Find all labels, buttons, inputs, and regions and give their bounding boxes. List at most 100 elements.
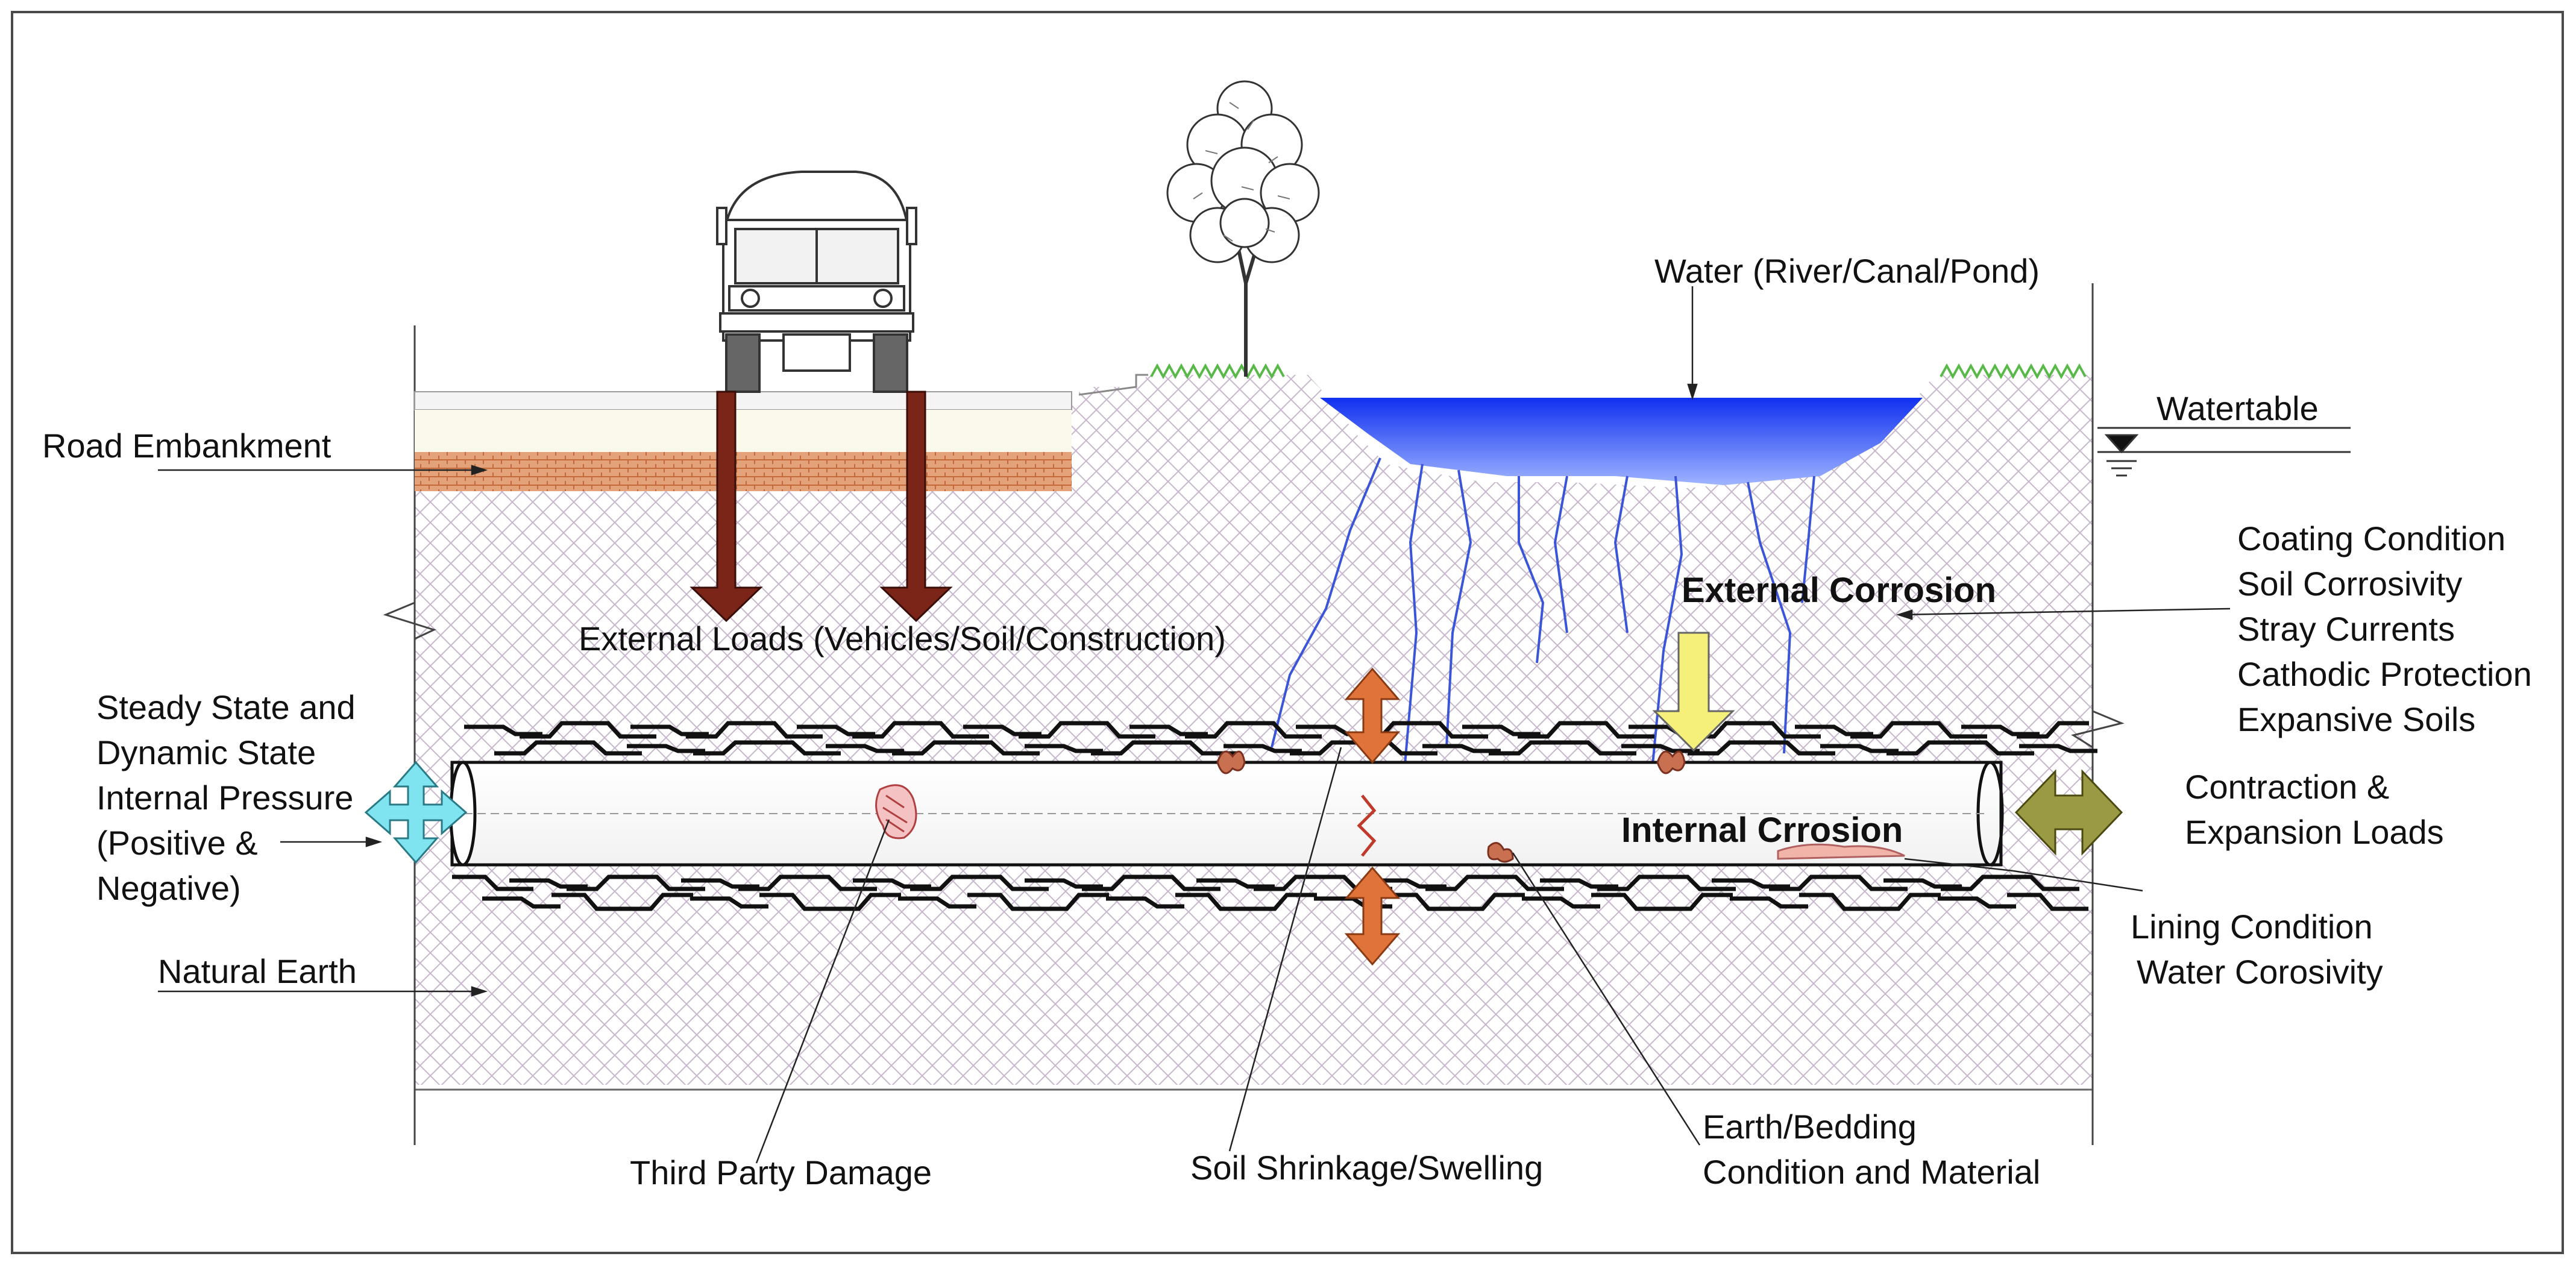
bedding-dash — [1025, 878, 1103, 889]
bedding-dash — [482, 896, 561, 909]
bedding-dash — [1795, 724, 1873, 736]
bedding-dash — [627, 744, 705, 753]
bedding-dash — [1074, 721, 1155, 739]
external-corrosion-label: External Corrosion — [1682, 571, 1997, 610]
bedding-dash — [1739, 721, 1821, 739]
bedding-dash — [1422, 744, 1501, 753]
bedding-dash — [1886, 740, 1959, 756]
contraction-line-2: Expansion Loads — [2185, 813, 2444, 851]
bedding-dash — [1883, 878, 1962, 889]
bedding-dash — [1826, 874, 1908, 891]
bedding-dash — [630, 724, 709, 736]
contraction-loads-list: Contraction & Expansion Loads — [2185, 764, 2444, 855]
pressure-line-5: Negative) — [96, 869, 241, 907]
pressure-line-4: (Positive & — [96, 824, 258, 862]
bedding-dash — [1654, 874, 1736, 891]
earth-bedding-list: Earth/Bedding Condition and Material — [1703, 1104, 2040, 1194]
bedding-dash — [1573, 721, 1654, 739]
lining-condition-label: Lining Condition — [2131, 908, 2373, 946]
bedding-dash — [1462, 724, 1541, 736]
bedding-dash — [1139, 874, 1220, 891]
soil-shrink-swell-arrows — [1344, 667, 1401, 966]
bedding-dash — [967, 893, 1049, 911]
bedding-dash — [1961, 724, 2040, 736]
bedding-dash — [1453, 893, 1525, 911]
external-corrosion-marks — [1216, 750, 1686, 863]
bedding-dash — [1368, 878, 1447, 889]
bedding-dash — [575, 721, 656, 739]
bedding-dash — [2007, 893, 2088, 911]
bedding-dash — [967, 874, 1049, 891]
internal-pressure-list: Steady State and Dynamic State Internal … — [96, 685, 356, 911]
bedding-dash — [826, 744, 904, 753]
pressure-line-1: Steady State and — [96, 688, 356, 726]
watertable-symbol-icon — [2097, 427, 2351, 477]
bedding-dash — [1224, 744, 1302, 753]
bedding-dash — [741, 721, 823, 739]
stray-currents-label: Stray Currents — [2237, 610, 2455, 648]
bedding-dash — [452, 874, 533, 891]
pressure-line-2: Dynamic State — [96, 733, 316, 771]
earth-bedding-line-2: Condition and Material — [1703, 1153, 2041, 1191]
bedding-dash — [1754, 740, 1835, 756]
bedding-dash — [1712, 878, 1790, 889]
external-corrosion-arrow — [1652, 632, 1735, 752]
road-embankment — [414, 374, 1148, 491]
tree-icon — [1166, 80, 1320, 377]
bedding-dash — [1129, 724, 1208, 736]
expansive-soils-label: Expansive Soils — [2237, 700, 2476, 738]
cathodic-protection-label: Cathodic Protection — [2237, 655, 2532, 693]
contraction-line-1: Contraction & — [2185, 768, 2390, 806]
crack-zigzag — [1357, 794, 1377, 857]
bedding-dash — [796, 874, 877, 891]
bedding-dash — [1591, 893, 1673, 911]
bedding-dash — [1799, 893, 1880, 911]
bedding-dash — [551, 893, 633, 911]
contraction-expansion-arrow — [2014, 769, 2123, 856]
soil-corrosivity-label: Soil Corrosivity — [2237, 565, 2463, 603]
bedding-dash — [464, 724, 542, 736]
bedding-dash — [1157, 740, 1239, 756]
natural-earth-label: Natural Earth — [158, 952, 357, 990]
external-loads-label: External Loads (Vehicles/Soil/Constructi… — [579, 620, 1226, 658]
bedding-dash — [690, 896, 768, 909]
bedding-dash — [1025, 744, 1103, 753]
bedding-dash — [1820, 744, 1899, 753]
soil-shrinkage-label: Soil Shrinkage/Swelling — [1190, 1149, 1544, 1187]
bedding-dash — [2019, 744, 2097, 753]
bedding-dash — [759, 740, 841, 756]
bedding-dash — [1540, 878, 1618, 889]
bedding-dash — [829, 893, 901, 911]
bedding-dash — [892, 740, 964, 756]
internal-corrosion-label: Internal Crrosion — [1621, 811, 1903, 850]
truck-icon — [716, 171, 917, 393]
bedding-dash — [853, 878, 931, 889]
third-party-damage-mark — [875, 784, 917, 840]
bedding-dash — [1953, 740, 2034, 756]
bedding-dash — [898, 896, 976, 909]
bedding-dash — [693, 740, 765, 756]
watertable-label: Watertable — [2157, 389, 2319, 427]
bedding-dash — [681, 878, 759, 889]
bedding-dash — [1621, 744, 1700, 753]
bedding-dash — [1483, 874, 1564, 891]
bedding-dash — [1383, 893, 1465, 911]
bedding-dash — [1998, 874, 2079, 891]
water-label: Water (River/Canal/Pond) — [1654, 252, 2040, 290]
internal-pressure-arrow — [364, 761, 468, 864]
bedding-dash — [1660, 893, 1733, 911]
bedding-dash — [1037, 893, 1109, 911]
bedding-dash — [797, 724, 875, 736]
bedding-dash — [1196, 878, 1275, 889]
road-embankment-label: Road Embankment — [42, 427, 331, 465]
bedding-dash — [624, 874, 705, 891]
bedding-dash — [1240, 721, 1322, 739]
bedding-dash — [963, 724, 1041, 736]
bedding-dash — [1489, 740, 1561, 756]
pressure-line-3: Internal Pressure — [96, 779, 354, 817]
third-party-damage-label: Third Party Damage — [630, 1154, 932, 1191]
bedding-dash — [1245, 893, 1317, 911]
leader-lines — [158, 286, 2231, 1164]
bedding-dash — [494, 740, 567, 756]
